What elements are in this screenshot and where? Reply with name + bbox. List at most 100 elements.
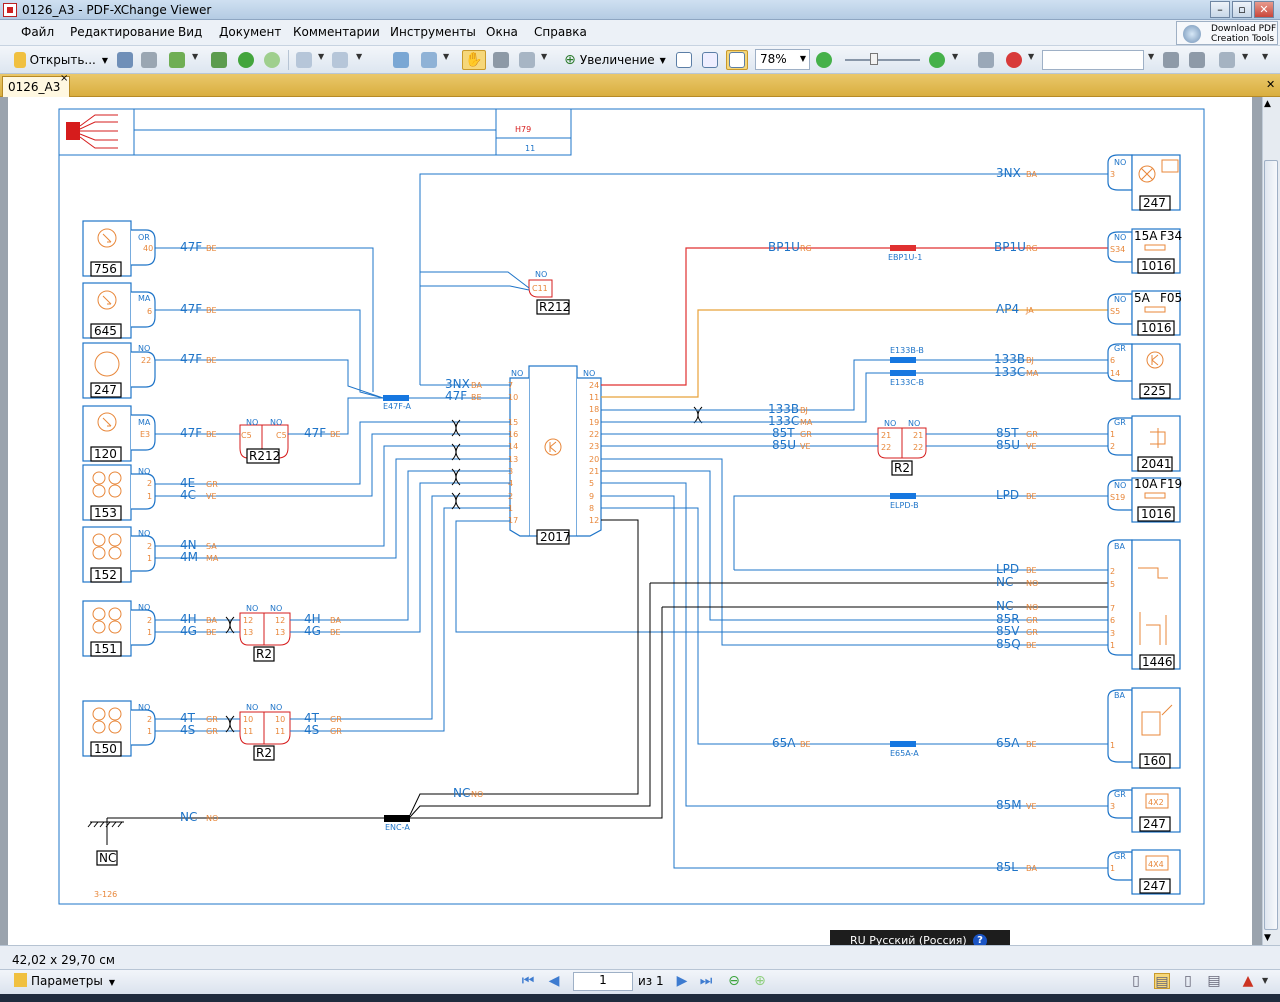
find-button[interactable]: [975, 50, 997, 70]
options-dropdown-icon[interactable]: ▼: [1242, 52, 1249, 61]
bottom-dropdown-icon[interactable]: ▼: [1262, 976, 1269, 985]
zoom-slider-handle[interactable]: [870, 53, 878, 65]
undo-icon: [296, 52, 312, 68]
find-next-button[interactable]: [1186, 50, 1208, 70]
page-count: из 1: [638, 974, 664, 988]
maximize-button[interactable]: ▫: [1232, 1, 1252, 18]
spell-dropdown-icon[interactable]: ▼: [1028, 52, 1035, 61]
first-page-icon[interactable]: ⏮: [521, 973, 535, 989]
open-button[interactable]: Открыть...▼: [14, 50, 108, 70]
minus-icon: [816, 52, 832, 68]
select-text-button[interactable]: [516, 50, 538, 70]
zoom-in-dropdown-icon[interactable]: ▼: [952, 52, 959, 61]
menu-bar: Файл Редактирование Вид Документ Коммент…: [0, 20, 1280, 46]
search-dropdown-icon[interactable]: ▼: [1148, 52, 1155, 61]
close-window-button[interactable]: ✕: [1254, 1, 1274, 18]
menu-edit[interactable]: Редактирование: [70, 25, 175, 39]
redo-button[interactable]: [330, 50, 350, 70]
menu-comments[interactable]: Комментарии: [293, 25, 380, 39]
redo-dropdown-icon[interactable]: ▼: [356, 52, 363, 61]
menu-windows[interactable]: Окна: [486, 25, 518, 39]
document-tab-strip: 0126_A3 ×: [0, 73, 1280, 97]
minimize-button[interactable]: –: [1210, 1, 1230, 18]
find-previous-button[interactable]: [1160, 50, 1182, 70]
menu-help[interactable]: Справка: [534, 25, 587, 39]
menu-view[interactable]: Вид: [178, 25, 203, 39]
hand-tool-button[interactable]: ✋: [462, 50, 486, 70]
open-label: Открыть...: [29, 53, 96, 67]
open-folder-icon: [14, 52, 26, 68]
next-page-icon[interactable]: ▶: [676, 973, 688, 989]
spell-check-button[interactable]: [1003, 50, 1025, 70]
undo-button[interactable]: [294, 50, 314, 70]
page-layout-dropdown-icon[interactable]: ▼: [443, 52, 450, 61]
zoom-in-button[interactable]: [928, 50, 946, 70]
find-previous-icon: [1163, 52, 1179, 68]
rotate-button[interactable]: [390, 50, 412, 70]
pdf-page: [8, 97, 1252, 945]
zoom-out-button[interactable]: [815, 50, 833, 70]
tab-close-icon[interactable]: ×: [60, 73, 69, 84]
properties-button[interactable]: [210, 50, 228, 70]
redo-icon: [332, 52, 348, 68]
continuous-facing-icon[interactable]: ▤: [1207, 973, 1221, 989]
window-title: 0126_A3 - PDF-XChange Viewer: [22, 3, 212, 17]
options-button[interactable]: [1216, 50, 1238, 70]
export-icon: [169, 52, 185, 68]
search-input[interactable]: [1042, 50, 1144, 70]
page-layout-button[interactable]: [418, 50, 440, 70]
forward-button[interactable]: [262, 50, 282, 70]
close-document-icon[interactable]: ✕: [1266, 78, 1276, 91]
export-button[interactable]: [166, 50, 188, 70]
previous-page-icon[interactable]: ◀: [548, 973, 560, 989]
pdf-icon[interactable]: ▲: [1242, 973, 1254, 989]
menu-document[interactable]: Документ: [219, 25, 282, 39]
single-page-icon[interactable]: ▯: [1132, 973, 1140, 989]
zoom-level-field[interactable]: 78% ▼: [755, 49, 810, 70]
properties-icon: [211, 52, 227, 68]
export-dropdown-icon[interactable]: ▼: [192, 52, 199, 61]
document-tab[interactable]: 0126_A3: [2, 76, 70, 97]
zoom-in-tool-button[interactable]: ⊕ Увеличение▼: [564, 52, 666, 68]
scroll-down-icon[interactable]: ▼: [1264, 933, 1271, 943]
fit-page-icon: [702, 52, 718, 68]
toolbar-overflow-icon[interactable]: ▼: [1262, 52, 1269, 61]
snapshot-button[interactable]: [490, 50, 512, 70]
download-line1: Download PDF: [1211, 24, 1277, 34]
scroll-up-icon[interactable]: ▲: [1264, 99, 1271, 109]
download-line2: Creation Tools: [1211, 34, 1275, 44]
forward-arrow-icon: [264, 52, 280, 68]
magnifier-plus-icon: ⊕: [564, 52, 576, 68]
menu-file[interactable]: Файл: [21, 25, 55, 39]
page-size: 42,02 x 29,70 см: [12, 953, 115, 967]
document-tab-label: 0126_A3: [8, 80, 61, 94]
parameters-label: Параметры: [31, 974, 103, 988]
save-button[interactable]: [116, 50, 134, 70]
undo-dropdown-icon[interactable]: ▼: [318, 52, 325, 61]
menu-tools[interactable]: Инструменты: [390, 25, 476, 39]
zoom-slider[interactable]: [845, 59, 920, 61]
scrollbar-thumb[interactable]: [1264, 160, 1278, 930]
fit-width-button[interactable]: [726, 50, 748, 70]
parameters-button[interactable]: Параметры▼: [14, 973, 115, 988]
zoom-dropdown-icon[interactable]: ▼: [799, 54, 806, 63]
select-dropdown-icon[interactable]: ▼: [541, 52, 548, 61]
nav-forward-icon[interactable]: ⊕: [754, 973, 766, 989]
back-button[interactable]: [236, 50, 256, 70]
rotate-icon: [393, 52, 409, 68]
zoom-value: 78%: [760, 52, 787, 66]
help-icon[interactable]: ?: [973, 934, 987, 948]
actual-size-button[interactable]: [674, 50, 694, 70]
find-next-icon: [1189, 52, 1205, 68]
spell-check-icon: [1006, 52, 1022, 68]
page-number-input[interactable]: 1: [573, 972, 633, 991]
nav-back-icon[interactable]: ⊖: [728, 973, 740, 989]
print-button[interactable]: [140, 50, 158, 70]
status-bar: 42,02 x 29,70 см: [0, 945, 1280, 969]
continuous-page-icon[interactable]: ▤: [1154, 973, 1170, 990]
plus-icon: [929, 52, 945, 68]
last-page-icon[interactable]: ⏭: [699, 973, 713, 989]
download-pdf-tools-button[interactable]: Download PDF Creation Tools: [1176, 21, 1278, 45]
fit-page-button[interactable]: [700, 50, 720, 70]
facing-pages-icon[interactable]: ▯: [1184, 973, 1192, 989]
